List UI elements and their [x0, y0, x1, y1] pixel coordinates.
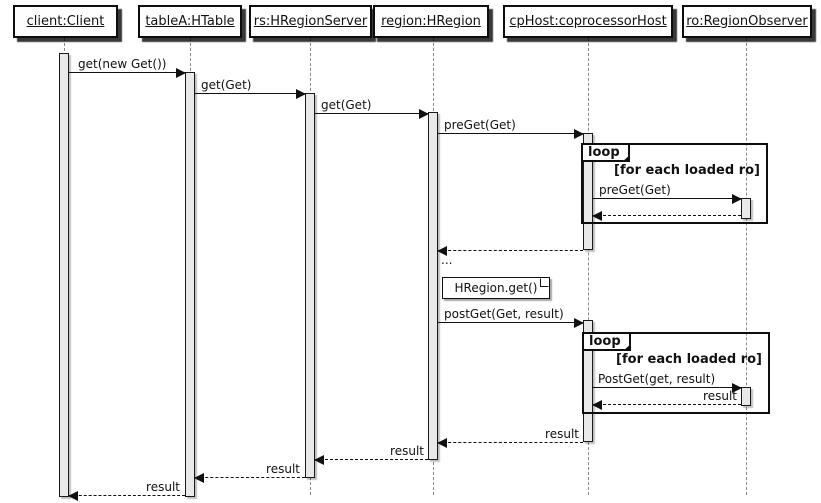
- message-postget-ro-label: PostGet(get, result): [598, 372, 716, 386]
- activation-tablea: [185, 72, 195, 497]
- message-postget-cphost: [438, 318, 584, 328]
- lifeline-cphost: [588, 38, 589, 495]
- loop-fragment-postget: loop [for each loaded ro]: [582, 332, 770, 414]
- participant-hregion-label: region:HRegion: [381, 14, 481, 29]
- participant-client-label: client:Client: [26, 14, 105, 29]
- return-preget-region: [437, 246, 583, 256]
- note-hregion-get: HRegion.get(): [442, 277, 550, 299]
- lifeline-regionobserver: [746, 38, 747, 495]
- return-result-client: [68, 491, 185, 501]
- message-preget-cphost-label: preGet(Get): [444, 118, 516, 132]
- participant-hregion: region:HRegion: [373, 5, 489, 38]
- return-result-regionserver: [314, 455, 428, 465]
- activation-hregion: [428, 112, 438, 460]
- message-preget-ro: [593, 194, 742, 204]
- activation-client: [59, 53, 69, 497]
- message-get-2: [315, 109, 429, 119]
- loop-operator-label: loop: [582, 332, 631, 351]
- return-result-region-label: result: [545, 427, 579, 441]
- participant-regionobserver: ro:RegionObserver: [682, 5, 812, 38]
- activation-regionobserver-1: [741, 198, 751, 219]
- loop-operator-label: loop: [581, 143, 630, 162]
- message-get-1: [195, 89, 306, 99]
- ellipsis-text: ...: [441, 253, 453, 267]
- message-preget-cphost: [438, 129, 584, 139]
- arrowhead-left-icon: [68, 491, 78, 501]
- activation-regionserver: [305, 93, 315, 478]
- participant-regionserver: rs:HRegionServer: [249, 5, 372, 38]
- arrowhead-left-icon: [194, 473, 204, 483]
- note-text: HRegion.get(): [454, 281, 538, 295]
- arrowhead-left-icon: [592, 211, 602, 221]
- loop-tab-notch: [623, 343, 631, 351]
- return-result-tablea-label: result: [266, 462, 300, 476]
- return-result-tablea: [194, 473, 305, 483]
- return-preget-ro: [592, 211, 741, 221]
- return-result-ro-label: result: [703, 389, 737, 403]
- participant-client: client:Client: [13, 5, 118, 38]
- loop-guard-label: [for each loaded ro]: [614, 163, 760, 178]
- arrowhead-left-icon: [592, 400, 602, 410]
- arrowhead-right-icon: [732, 194, 742, 204]
- arrowhead-right-icon: [296, 89, 306, 99]
- message-get-new-get: [69, 68, 186, 78]
- arrowhead-right-icon: [574, 318, 584, 328]
- participant-tablea-label: tableA:HTable: [145, 14, 235, 29]
- activation-regionobserver-2: [741, 387, 751, 406]
- arrowhead-right-icon: [176, 68, 186, 78]
- arrowhead-right-icon: [574, 129, 584, 139]
- loop-fragment-preget: loop [for each loaded ro]: [581, 143, 768, 224]
- arrowhead-right-icon: [732, 383, 742, 393]
- message-get-2-label: get(Get): [321, 98, 372, 112]
- message-get-1-label: get(Get): [201, 78, 252, 92]
- message-postget-ro: [593, 383, 742, 393]
- activation-cphost-1: [583, 133, 593, 250]
- loop-tab-notch: [622, 154, 630, 162]
- note-fold-icon: [540, 278, 549, 287]
- return-result-client-label: result: [146, 480, 180, 494]
- participant-regionserver-label: rs:HRegionServer: [253, 14, 368, 29]
- return-result-regionserver-label: result: [390, 444, 424, 458]
- arrowhead-left-icon: [437, 246, 447, 256]
- participant-tablea: tableA:HTable: [138, 5, 242, 38]
- participant-regionobserver-label: ro:RegionObserver: [686, 14, 808, 29]
- loop-guard-label: [for each loaded ro]: [616, 352, 762, 367]
- participant-cphost-label: cpHost:coprocessorHost: [509, 14, 667, 29]
- arrowhead-left-icon: [437, 438, 447, 448]
- participant-cphost: cpHost:coprocessorHost: [503, 5, 673, 38]
- message-get-new-get-label: get(new Get()): [78, 57, 167, 71]
- message-postget-cphost-label: postGet(Get, result): [444, 307, 564, 321]
- return-result-region: [437, 438, 583, 448]
- arrowhead-left-icon: [314, 455, 324, 465]
- return-result-ro: [592, 400, 741, 410]
- arrowhead-right-icon: [419, 109, 429, 119]
- message-preget-ro-label: preGet(Get): [599, 183, 671, 197]
